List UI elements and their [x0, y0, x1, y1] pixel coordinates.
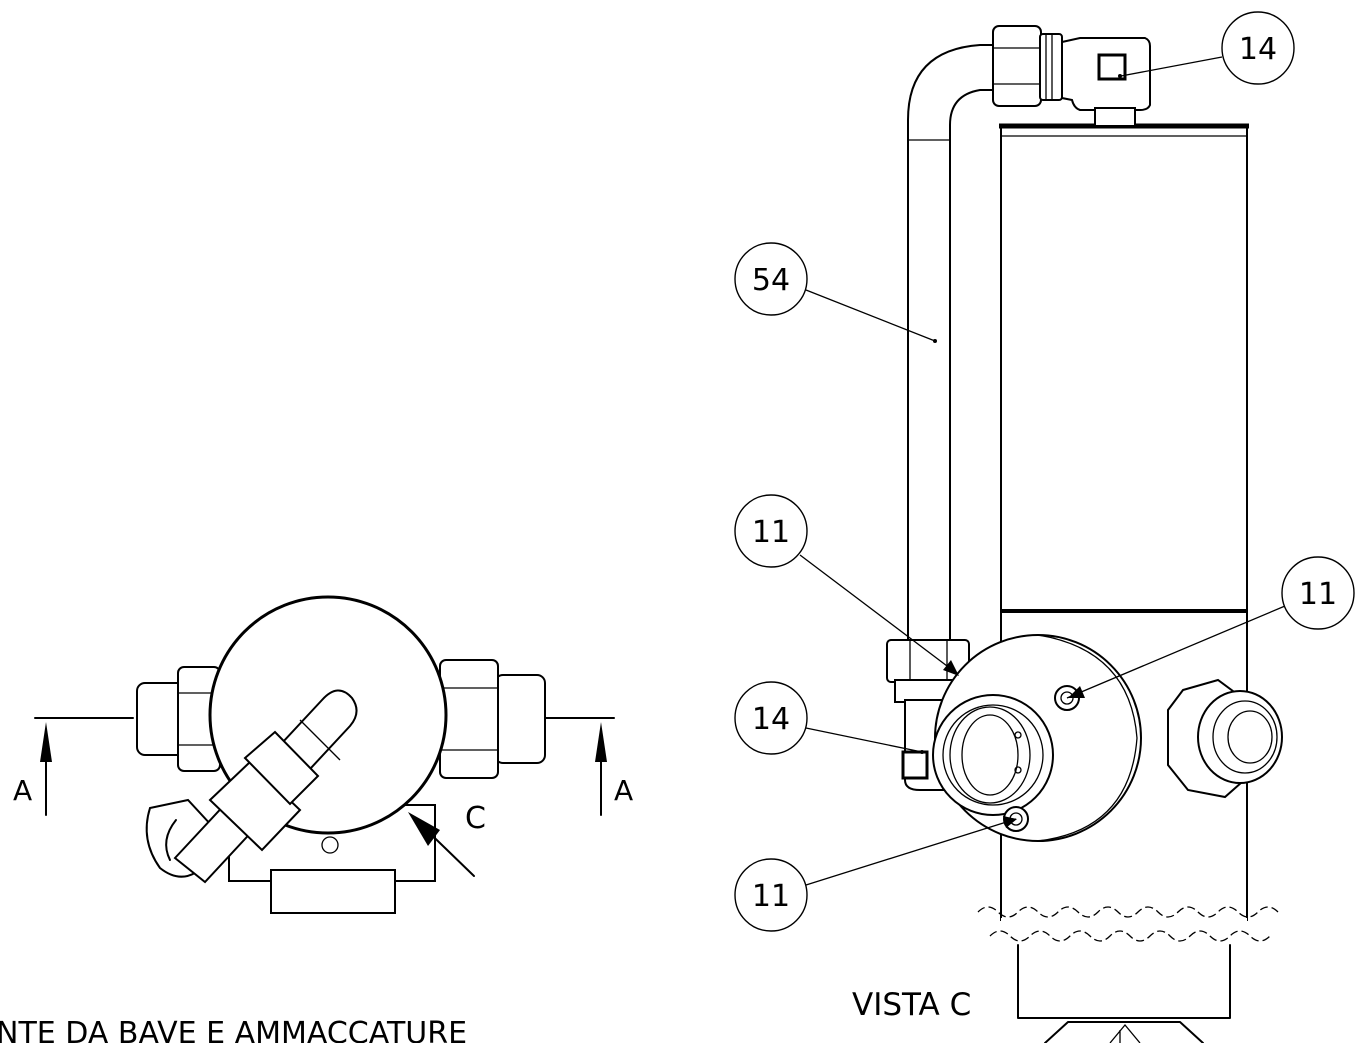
lower-body	[1017, 944, 1231, 1019]
balloon-14-top-label: 14	[1239, 32, 1277, 67]
view-arrowhead	[408, 812, 440, 846]
leader-lines	[799, 56, 1286, 886]
top-elbow-stem	[1094, 107, 1136, 127]
balloon-14-left	[734, 681, 808, 755]
pipe-outer	[907, 44, 1001, 641]
balloon-11-bottom-label: 11	[752, 879, 790, 914]
section-label-right: A	[614, 774, 633, 807]
balloon-14-left-label: 14	[752, 702, 790, 737]
lower-plate	[270, 869, 396, 914]
side-plug-cap	[1197, 690, 1283, 784]
bottom-note: NTE DA BAVE E AMMACCATURE	[0, 1016, 467, 1043]
top-elbow	[1061, 37, 1151, 111]
balloon-11-left-label: 11	[752, 515, 790, 550]
port-ring-outer	[932, 694, 1054, 816]
balloons: 14 54 11 11 14 11	[734, 11, 1355, 932]
balloon-11-bottom	[734, 858, 808, 932]
top-elbow-socket	[1097, 53, 1127, 81]
view-title: VISTA C	[852, 987, 971, 1023]
top-view	[34, 595, 615, 914]
balloon-54-label: 54	[752, 263, 790, 298]
balloon-11-left	[734, 494, 808, 568]
right-fitting	[494, 674, 546, 764]
view-arrow-label: C	[465, 801, 486, 836]
balloon-14-top	[1221, 11, 1295, 85]
screw-head	[321, 836, 339, 854]
view-c	[886, 25, 1283, 1043]
angled-nut	[208, 760, 302, 852]
balloon-11-right-label: 11	[1299, 577, 1337, 612]
lower-elbow-socket	[901, 750, 929, 780]
section-arrowhead-right	[595, 722, 607, 762]
balloon-54	[734, 242, 808, 316]
top-hex-nut	[992, 25, 1042, 107]
section-arrowhead-left	[40, 722, 52, 762]
pipe-inner	[949, 89, 1001, 641]
right-hex-nut	[439, 659, 499, 779]
section-label-left: A	[13, 774, 32, 807]
balloon-11-right	[1281, 556, 1355, 630]
